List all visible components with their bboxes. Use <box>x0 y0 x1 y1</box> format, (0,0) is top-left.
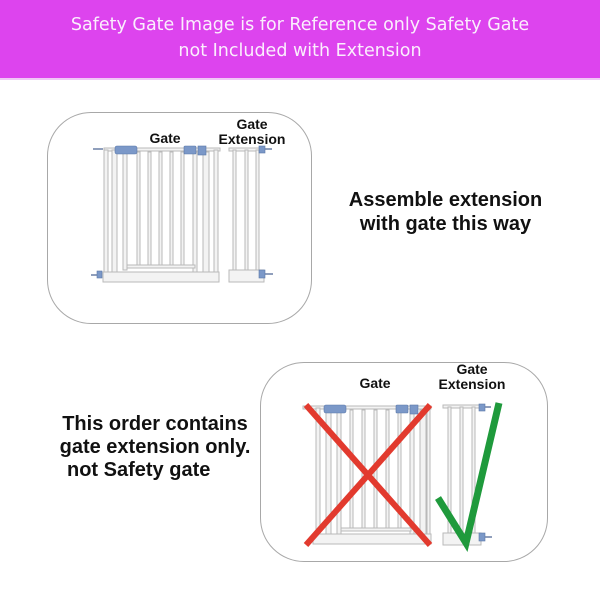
banner-divider <box>0 78 600 80</box>
gate-label: Gate <box>149 130 181 146</box>
banner-line-2: not Included with Extension <box>178 41 422 61</box>
extension-label: Gate Extension <box>438 361 506 392</box>
extension-label: Gate Extension <box>218 116 286 147</box>
check-icon <box>435 402 503 552</box>
order-contents-notice: This order contains gate extension only.… <box>59 413 251 481</box>
assembly-panel <box>47 112 312 324</box>
banner-line-1: Safety Gate Image is for Reference only … <box>70 15 530 35</box>
assembly-instruction: Assemble extension with gate this way <box>348 189 543 235</box>
cross-icon <box>303 403 433 547</box>
reference-banner: Safety Gate Image is for Reference only … <box>0 0 600 78</box>
gate-label: Gate <box>359 375 391 391</box>
